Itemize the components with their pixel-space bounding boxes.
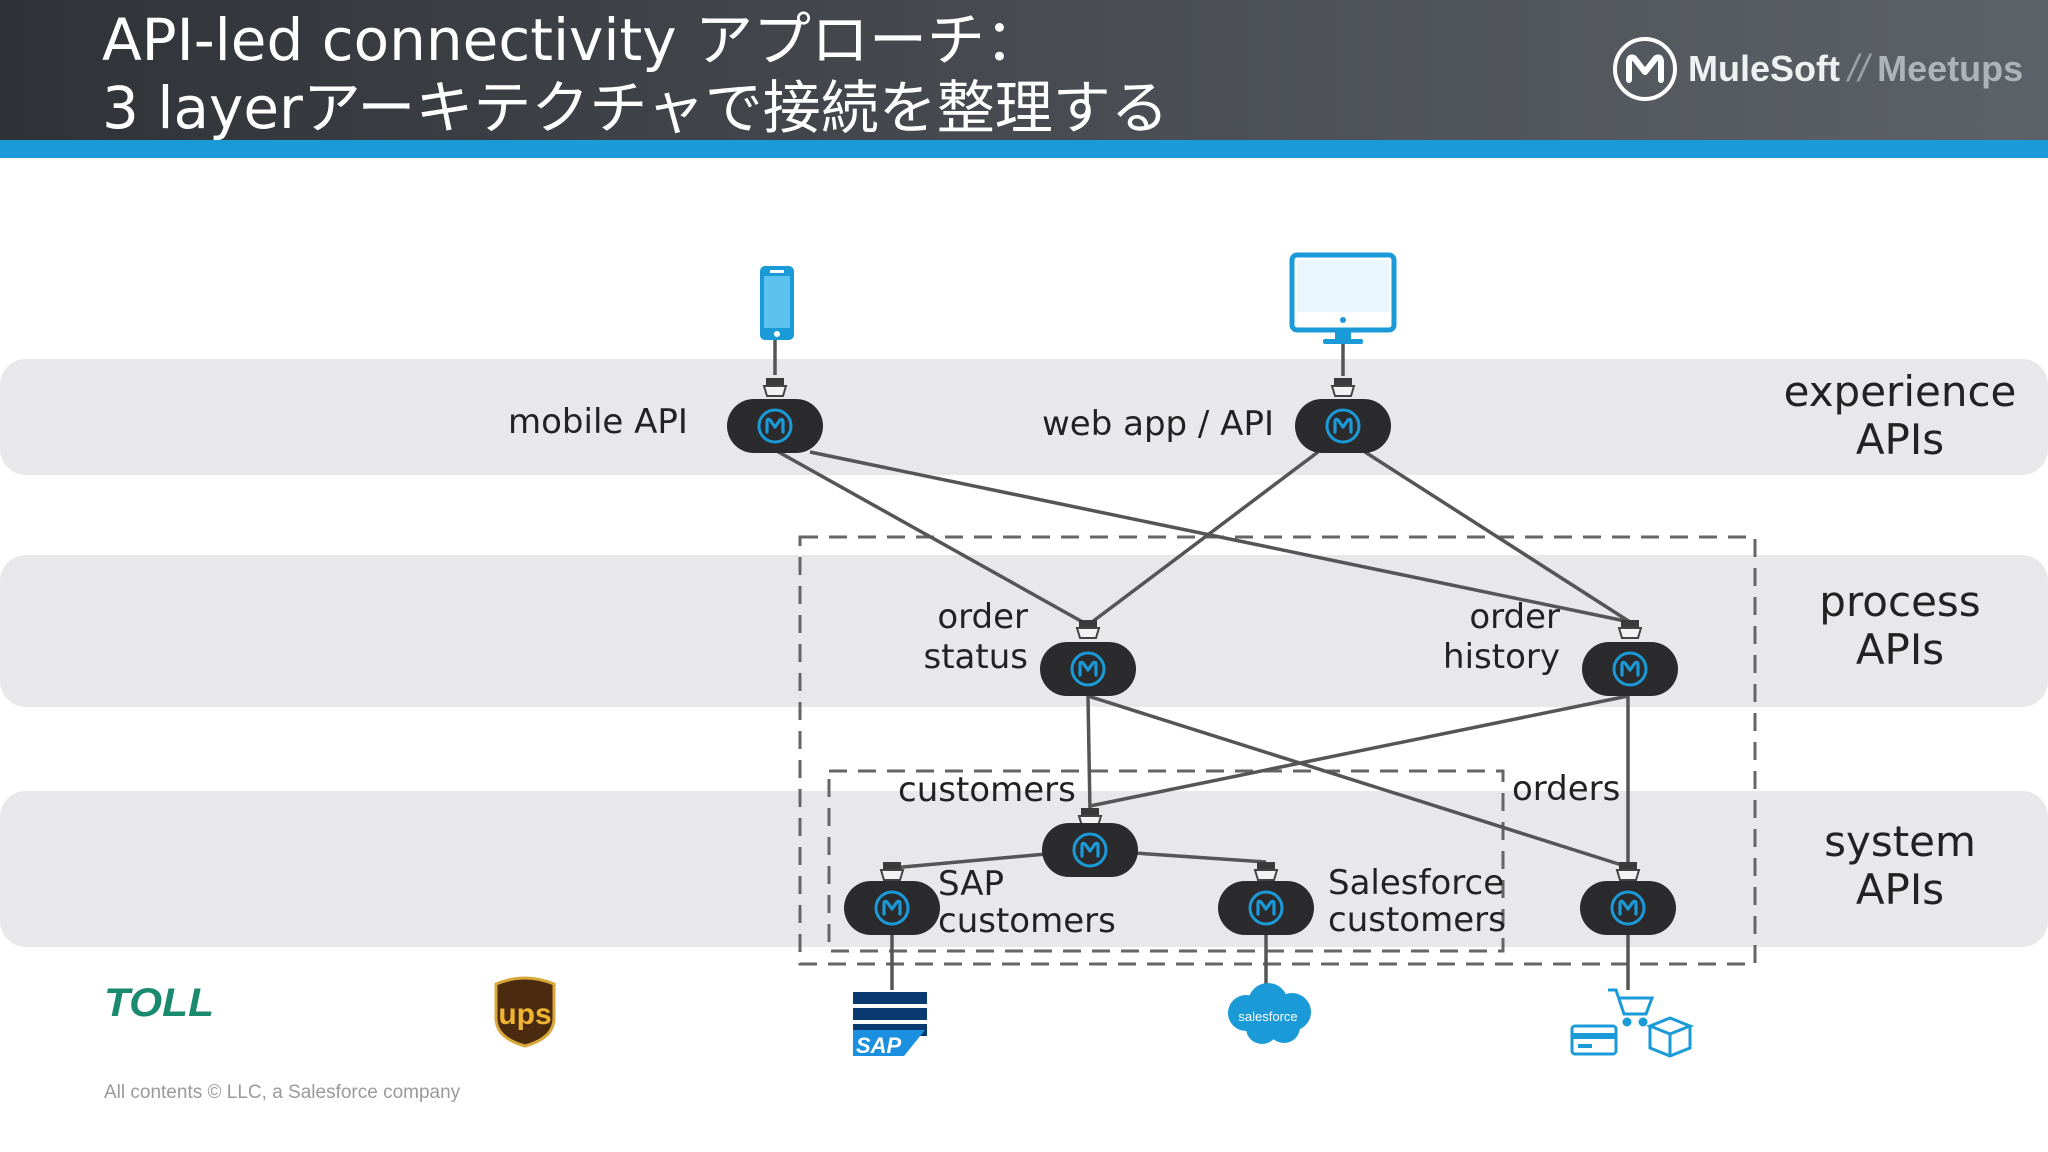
webapp-api-node-icon [1293,397,1393,455]
order-history-label: order history [1443,597,1560,677]
experience-apis-label: experience APIs [1783,367,2017,464]
connection-lines [773,336,1631,990]
sap-customers-node-icon [842,879,942,937]
sf-customers-label: Salesforce customers [1328,863,1506,940]
sf-customers-connector-icon [1254,861,1278,881]
sap-customers-connector-icon [880,861,904,881]
sap-database-icon: SAP [853,992,927,1058]
salesforce-cloud-icon: salesforce [1228,983,1311,1044]
order-status-connector-icon [1076,619,1100,639]
system-apis-label: system APIs [1824,817,1976,914]
order-history-node-icon [1580,640,1680,698]
customers-group-dashed-box [827,769,1505,953]
process-apis-label: process APIs [1819,577,1981,674]
orders-connector-icon [1616,861,1640,881]
package-box-icon [1645,1016,1695,1058]
mulesoft-meetups-brand: MuleSoft // Meetups [1612,34,2023,104]
sf-customers-node-icon [1216,879,1316,937]
process-group-dashed-box [798,535,1757,966]
footer-copyright: All contents © LLC, a Salesforce company [104,1082,461,1103]
brand-subtitle: Meetups [1877,48,2024,89]
sap-logo-text: SAP [856,1033,902,1058]
brand-name: MuleSoft [1688,48,1840,89]
system-layer-band [0,791,2048,947]
orders-label: orders [1512,769,1621,809]
webapp-api-connector-icon [1331,377,1355,397]
credit-card-icon [1570,1024,1618,1056]
mobile-api-node-icon [725,397,825,455]
title-line-1: API-led connectivity アプローチ： [102,6,1043,74]
brand-separator: // [1847,47,1870,90]
mobile-api-label: mobile API [508,402,688,442]
order-status-node-icon [1038,640,1138,698]
mulesoft-logo-icon [1613,37,1677,101]
ups-logo-text: ups [498,998,551,1031]
header-accent-bar [0,140,2048,158]
toll-logo: TOLL [104,981,214,1025]
toll-logo-text: TOLL [104,981,214,1025]
webapp-api-label: web app / API [1042,404,1274,444]
slide-header [0,0,2048,140]
salesforce-logo-text: salesforce [1238,1009,1297,1024]
experience-layer-band [0,359,2048,475]
title-line-2: 3 layerアーキテクチャで接続を整理する [102,74,1169,142]
ups-logo: ups [494,976,556,1048]
orders-node-icon [1578,879,1678,937]
slide-title: API-led connectivity アプローチ： 3 layerアーキテク… [102,6,1169,142]
mobile-phone-icon [760,266,794,340]
customers-label: customers [898,770,1076,810]
shopping-cart-icon [1608,988,1655,1027]
sap-customers-label: SAP customers [938,864,1116,941]
desktop-monitor-icon [1289,252,1397,344]
order-status-label: order status [923,597,1028,677]
order-history-connector-icon [1618,619,1642,639]
mobile-api-connector-icon [763,377,787,397]
process-layer-band [0,555,2048,707]
